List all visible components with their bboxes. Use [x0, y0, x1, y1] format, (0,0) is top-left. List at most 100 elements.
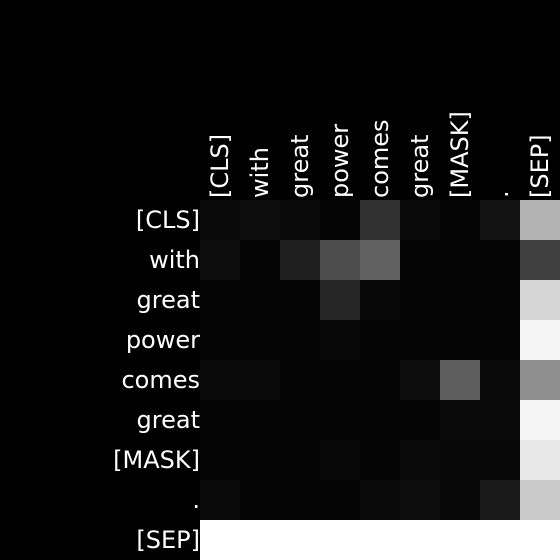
y-tick-labels: [CLS] with great power comes great [MASK]. [SEP…: [113, 206, 200, 554]
x-tick-label: with: [246, 147, 274, 198]
heatmap-cell-r0-c4: [360, 200, 400, 240]
heatmap-cell-r0-c7: [480, 200, 520, 240]
heatmap-cell-r1-c4: [360, 240, 400, 280]
heatmap-cell-r3-c1: [240, 320, 280, 360]
y-tick-label: with: [149, 246, 200, 274]
y-tick-label: great: [137, 286, 200, 314]
heatmap-cell-r7-c5: [400, 480, 440, 520]
y-tick-label: comes: [121, 366, 200, 394]
heatmap-cell-r6-c2: [280, 440, 320, 480]
x-tick-label: great: [406, 135, 434, 198]
heatmap-cell-r3-c0: [200, 320, 240, 360]
x-tick-label: comes: [366, 119, 394, 198]
x-tick-labels: [CLS] with great power comes great [MASK]. [SEP…: [206, 111, 554, 198]
heatmap-cell-r5-c6: [440, 400, 480, 440]
heatmap-cell-r2-c4: [360, 280, 400, 320]
heatmap-cell-r7-c6: [440, 480, 480, 520]
heatmap-cell-r0-c3: [320, 200, 360, 240]
heatmap-cell-r1-c0: [200, 240, 240, 280]
heatmap-cell-r4-c7: [480, 360, 520, 400]
y-tick-label: [CLS]: [136, 206, 200, 234]
heatmap-cell-r7-c3: [320, 480, 360, 520]
heatmap-cell-r1-c5: [400, 240, 440, 280]
heatmap-cell-r8-c1: [240, 520, 280, 560]
y-tick-label: great: [137, 406, 200, 434]
heatmap-cell-r2-c8: [520, 280, 560, 320]
x-tick-label: [SEP]: [526, 134, 554, 198]
heatmap-cell-r2-c1: [240, 280, 280, 320]
y-tick-label: [SEP]: [136, 526, 200, 554]
heatmap-cell-r1-c1: [240, 240, 280, 280]
heatmap-cell-r8-c3: [320, 520, 360, 560]
heatmap-cell-r8-c0: [200, 520, 240, 560]
heatmap-cell-r3-c8: [520, 320, 560, 360]
heatmap-cell-r7-c2: [280, 480, 320, 520]
heatmap-cell-r6-c6: [440, 440, 480, 480]
heatmap-cell-r2-c3: [320, 280, 360, 320]
heatmap-cell-r4-c4: [360, 360, 400, 400]
heatmap-cell-r8-c7: [480, 520, 520, 560]
heatmap-cell-r5-c0: [200, 400, 240, 440]
heatmap-cell-r4-c6: [440, 360, 480, 400]
heatmap-cell-r4-c8: [520, 360, 560, 400]
heatmap-cell-r5-c4: [360, 400, 400, 440]
heatmap-cell-r5-c1: [240, 400, 280, 440]
heatmap-cell-r0-c8: [520, 200, 560, 240]
x-tick-label: .: [486, 190, 514, 198]
heatmap-cell-r3-c6: [440, 320, 480, 360]
heatmap-cell-r3-c7: [480, 320, 520, 360]
x-tick-label: [CLS]: [206, 134, 234, 198]
heatmap-cell-r5-c3: [320, 400, 360, 440]
heatmap-cell-r3-c5: [400, 320, 440, 360]
heatmap-cell-r3-c3: [320, 320, 360, 360]
heatmap-cell-r7-c0: [200, 480, 240, 520]
heatmap-cell-r6-c8: [520, 440, 560, 480]
x-tick-label: power: [326, 124, 354, 198]
heatmap-cell-r7-c7: [480, 480, 520, 520]
heatmap-cell-r2-c0: [200, 280, 240, 320]
heatmap-cell-r6-c0: [200, 440, 240, 480]
y-tick-label: power: [126, 326, 200, 354]
heatmap-cell-r1-c7: [480, 240, 520, 280]
heatmap-cell-r4-c1: [240, 360, 280, 400]
heatmap-cell-r8-c6: [440, 520, 480, 560]
heatmap-cell-r5-c7: [480, 400, 520, 440]
heatmap-cell-r4-c3: [320, 360, 360, 400]
x-tick-label: [MASK]: [446, 111, 474, 198]
y-tick-label: .: [192, 486, 200, 514]
heatmap-cell-r3-c2: [280, 320, 320, 360]
heatmap-cells: [200, 200, 560, 560]
heatmap-cell-r7-c1: [240, 480, 280, 520]
heatmap-cell-r0-c1: [240, 200, 280, 240]
heatmap-cell-r0-c5: [400, 200, 440, 240]
heatmap-cell-r7-c4: [360, 480, 400, 520]
heatmap-cell-r6-c4: [360, 440, 400, 480]
heatmap-cell-r0-c0: [200, 200, 240, 240]
heatmap-cell-r0-c6: [440, 200, 480, 240]
x-tick-label: great: [286, 135, 314, 198]
heatmap-cell-r1-c8: [520, 240, 560, 280]
heatmap-cell-r6-c5: [400, 440, 440, 480]
heatmap-cell-r1-c2: [280, 240, 320, 280]
heatmap-cell-r2-c5: [400, 280, 440, 320]
heatmap-cell-r5-c2: [280, 400, 320, 440]
heatmap-cell-r5-c8: [520, 400, 560, 440]
y-tick-label: [MASK]: [113, 446, 200, 474]
heatmap-cell-r8-c4: [360, 520, 400, 560]
heatmap-cell-r4-c2: [280, 360, 320, 400]
heatmap-cell-r2-c2: [280, 280, 320, 320]
heatmap-cell-r8-c5: [400, 520, 440, 560]
heatmap-cell-r4-c0: [200, 360, 240, 400]
heatmap-cell-r6-c7: [480, 440, 520, 480]
heatmap-cell-r6-c3: [320, 440, 360, 480]
heatmap-cell-r4-c5: [400, 360, 440, 400]
heatmap-cell-r1-c6: [440, 240, 480, 280]
heatmap-cell-r5-c5: [400, 400, 440, 440]
heatmap-cell-r6-c1: [240, 440, 280, 480]
heatmap-cell-r1-c3: [320, 240, 360, 280]
heatmap-cell-r2-c7: [480, 280, 520, 320]
heatmap-cell-r2-c6: [440, 280, 480, 320]
heatmap-cell-r7-c8: [520, 480, 560, 520]
heatmap-cell-r3-c4: [360, 320, 400, 360]
